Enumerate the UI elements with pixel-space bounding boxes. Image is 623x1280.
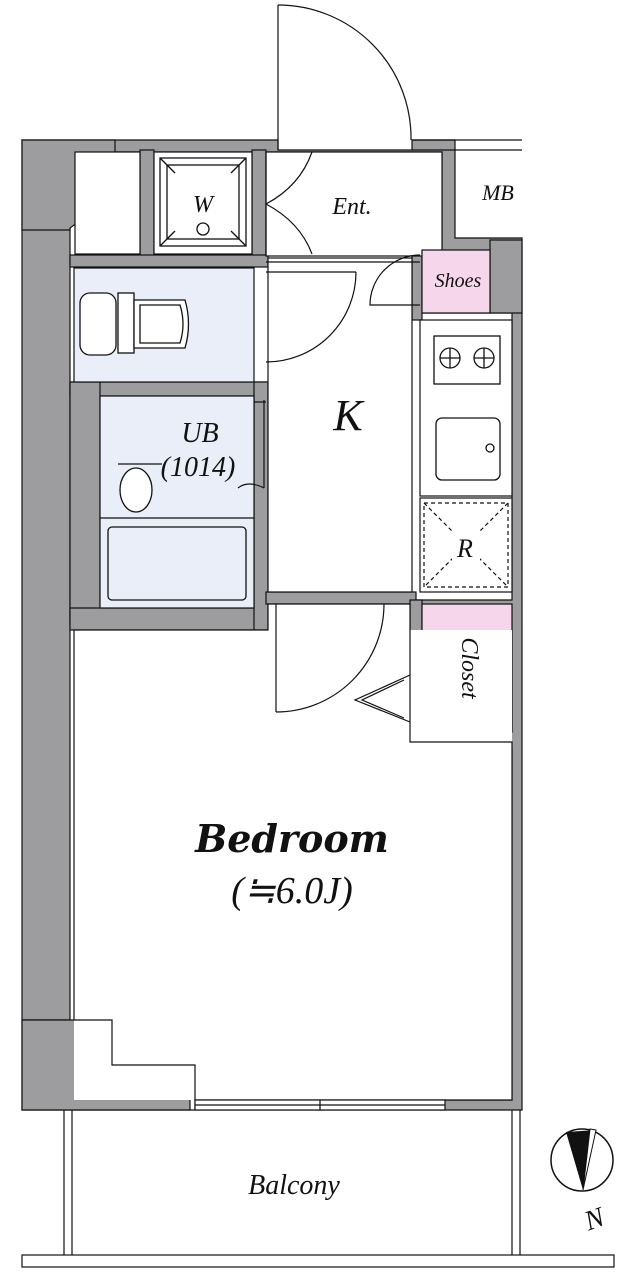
bedroom-size-label: (≒6.0J) [231,870,353,912]
fridge-label: R [456,534,473,563]
closet-label: Closet [456,637,482,700]
balcony-window [194,1099,446,1111]
entrance-folding-door [265,151,313,256]
shaft-space [74,151,141,255]
wall-bath-bottom [69,607,269,631]
stove-burners [433,335,501,385]
bath-unit [100,463,254,601]
bath-name-label: UB [181,418,218,449]
shoes-cabinet [421,249,491,314]
entrance-door [277,4,522,151]
closet-folding-door [353,674,411,723]
wall-shaft-right [139,149,155,259]
bath-size-label: (1014) [161,452,236,483]
washer-symbol [159,157,247,247]
entrance-floor [265,151,443,257]
wall-kitchen-bottom [265,591,417,605]
bath-door [237,400,266,489]
wall-toilet-top [69,254,269,268]
shoes-door [369,254,421,306]
meter-box-label: MB [481,180,514,205]
balcony-label: Balcony [248,1170,340,1201]
wall-bath-left [69,381,101,623]
compass-north-label: N [579,1201,609,1237]
fridge-label-bg [452,532,480,562]
bedroom-outline [73,603,513,1101]
bedroom-name-label: Bedroom [194,816,389,861]
entrance-label: Ent. [331,194,371,220]
kitchen-sink [435,417,501,481]
toilet-door [265,271,357,363]
toilet-symbol [79,292,190,356]
bedroom-door [275,603,385,713]
washer-label: W [193,192,215,218]
compass-icon [550,1128,614,1192]
kitchen-floor [267,257,413,593]
wall-washer-right [251,149,267,259]
kitchen-counter [419,319,513,497]
wall-shoes-side [489,239,523,314]
balcony-outline [21,1110,615,1268]
shoes-label: Shoes [435,270,482,292]
kitchen-label: K [332,391,365,440]
room-floors [73,151,513,1101]
